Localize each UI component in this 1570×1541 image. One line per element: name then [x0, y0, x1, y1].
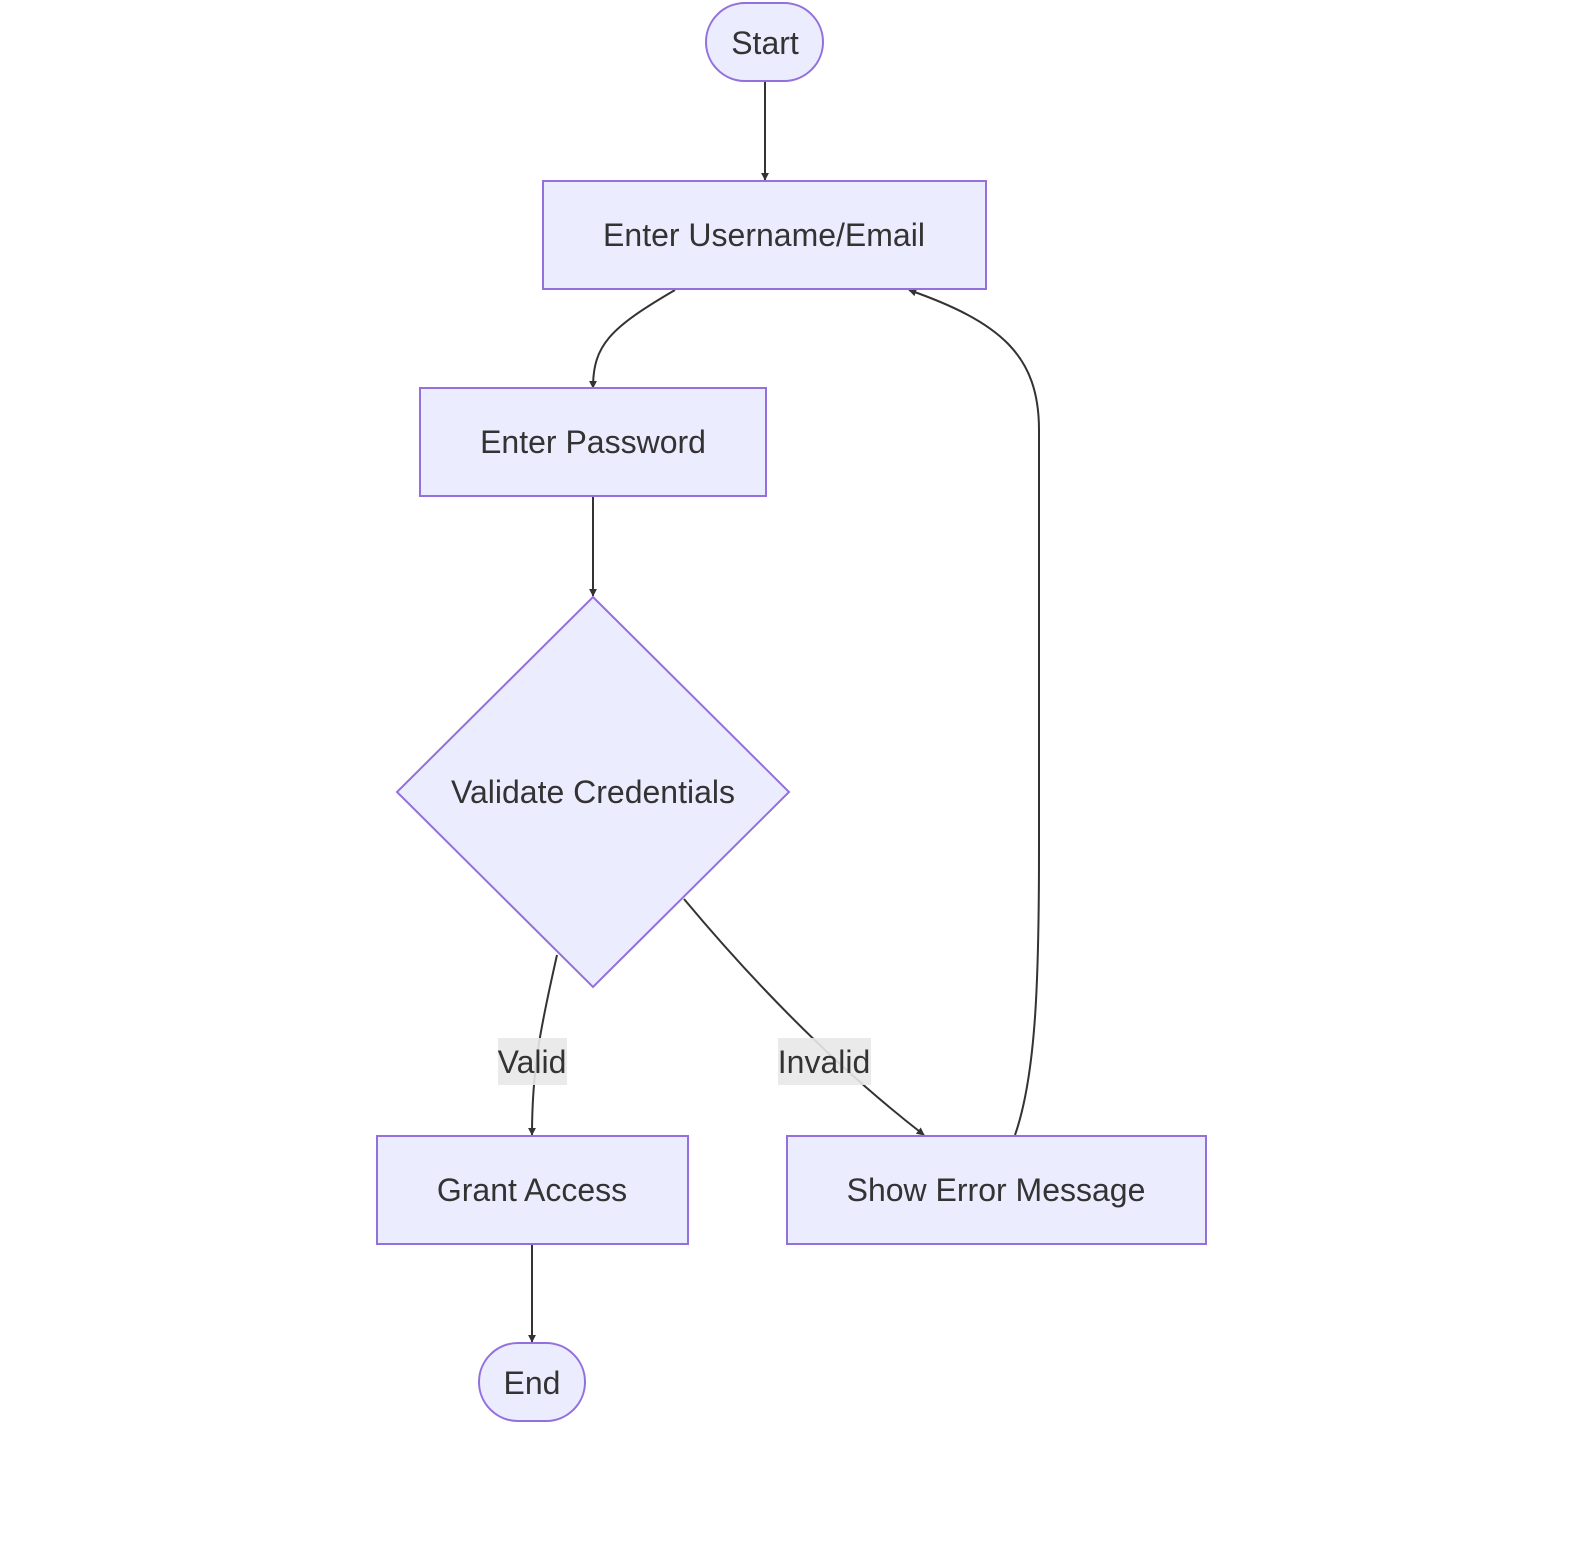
grant-access-label: Grant Access — [437, 1172, 627, 1208]
enter-password-box — [419, 387, 767, 497]
start-stadium-shape — [705, 2, 824, 82]
edge-label-invalid-text: Invalid — [778, 1044, 871, 1080]
validate-diamond-shape — [395, 595, 791, 989]
edge-error-to-username — [908, 288, 1040, 1136]
node-validate: Validate Credentials — [395, 595, 791, 989]
edge-label-valid-text: Valid — [498, 1044, 567, 1080]
node-end: End — [478, 1342, 586, 1422]
end-label: End — [504, 1365, 561, 1401]
node-start: Start — [705, 2, 824, 82]
show-error-box — [786, 1135, 1207, 1245]
validate-label: Validate Credentials — [451, 774, 735, 810]
enter-password-label: Enter Password — [480, 424, 706, 460]
node-enter-password: Enter Password — [419, 387, 767, 497]
start-label: Start — [731, 25, 799, 61]
edge-label-invalid: Invalid — [778, 1038, 871, 1085]
edge-username-to-password — [589, 289, 676, 389]
node-grant-access: Grant Access — [376, 1135, 689, 1245]
edges — [528, 82, 1040, 1343]
edge-label-valid: Valid — [498, 1038, 567, 1085]
enter-username-box — [542, 180, 987, 290]
node-enter-username: Enter Username/Email — [542, 180, 987, 290]
edge-validate-to-error — [683, 898, 925, 1136]
enter-username-label: Enter Username/Email — [603, 217, 925, 253]
grant-access-box — [376, 1135, 689, 1245]
end-stadium-shape — [478, 1342, 586, 1422]
show-error-label: Show Error Message — [847, 1172, 1146, 1208]
node-show-error: Show Error Message — [786, 1135, 1207, 1245]
